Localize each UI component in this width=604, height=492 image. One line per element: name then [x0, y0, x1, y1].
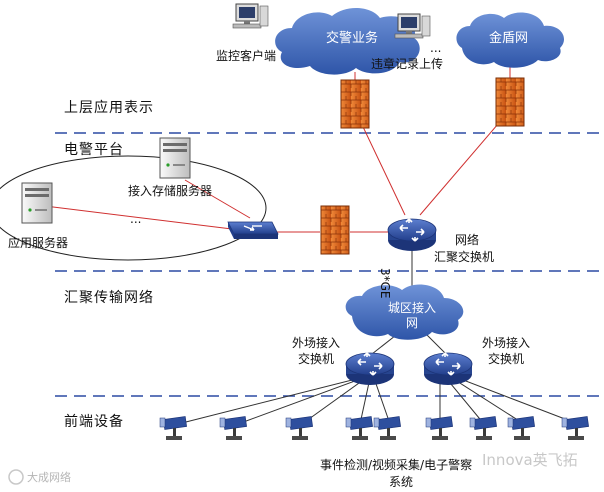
dark-links [177, 244, 579, 425]
cloud-urban-access [345, 284, 464, 340]
field-switch-right-label-2: 交换机 [487, 352, 524, 366]
camera-icon [219, 416, 248, 441]
app-server-icon [21, 182, 53, 224]
camera-icon [285, 416, 314, 441]
server-ring [0, 155, 267, 261]
camera-icon [159, 416, 188, 441]
cloud-urban-access-label-1: 城区接入 [387, 301, 436, 315]
access-storage-server-icon [159, 137, 191, 179]
cloud-golden-shield [456, 12, 565, 68]
camera-icon [561, 416, 590, 441]
monitor-client-pc-icon [232, 3, 269, 29]
violation-upload-pc-icon [394, 13, 431, 39]
section-frontend-label: 前端设备 [64, 414, 124, 430]
camera-icon [373, 416, 402, 441]
cloud-traffic-police-label: 交警业务 [326, 31, 379, 46]
section-transport-label: 汇聚传输网络 [64, 290, 154, 306]
camera-icon [345, 416, 374, 441]
camera-icon [469, 416, 498, 441]
detection-system-label-1: 事件检测/视频采集/电子警察 [320, 458, 473, 472]
firewall-platform-icon [320, 205, 350, 255]
upload-ellipsis-label: ... [430, 41, 442, 55]
core-switch-icon [387, 218, 437, 252]
section-platform-label: 电警平台 [64, 142, 124, 158]
core-switch-label-1: 网络 [455, 233, 480, 247]
firewall-traffic-icon [340, 79, 370, 129]
field-switch-right-icon [423, 352, 473, 386]
field-switch-right-label-1: 外场接入 [481, 336, 530, 350]
monitor-client-label: 监控客户端 [216, 49, 277, 63]
platform-switch-icon [227, 221, 279, 240]
access-storage-server-label: 接入存储服务器 [128, 184, 213, 198]
cloud-urban-access-label-2: 网 [405, 316, 418, 330]
detection-system-label-2: 系统 [389, 475, 414, 489]
watermark-logo-icon [8, 469, 24, 485]
violation-upload-label: 违章记录上传 [371, 57, 444, 71]
app-server-label: 应用服务器 [8, 236, 69, 250]
camera-icon [425, 416, 454, 441]
cloud-traffic-police [275, 7, 420, 75]
link-speed-label: 3*GE [378, 268, 392, 299]
camera-icon [507, 416, 536, 441]
server-ellipsis-label: ... [130, 212, 142, 226]
cloud-golden-shield-label: 金盾网 [489, 31, 529, 46]
firewall-shield-icon [495, 77, 525, 127]
watermark-bottom-right: Innova英飞拓 [482, 451, 578, 469]
watermark-bottom-left: 大成网络 [27, 471, 71, 484]
section-upper-label: 上层应用表示 [64, 100, 154, 116]
field-switch-left-label-2: 交换机 [297, 352, 334, 366]
core-switch-label-2: 汇聚交换机 [434, 250, 495, 264]
field-switch-left-label-1: 外场接入 [291, 336, 340, 350]
